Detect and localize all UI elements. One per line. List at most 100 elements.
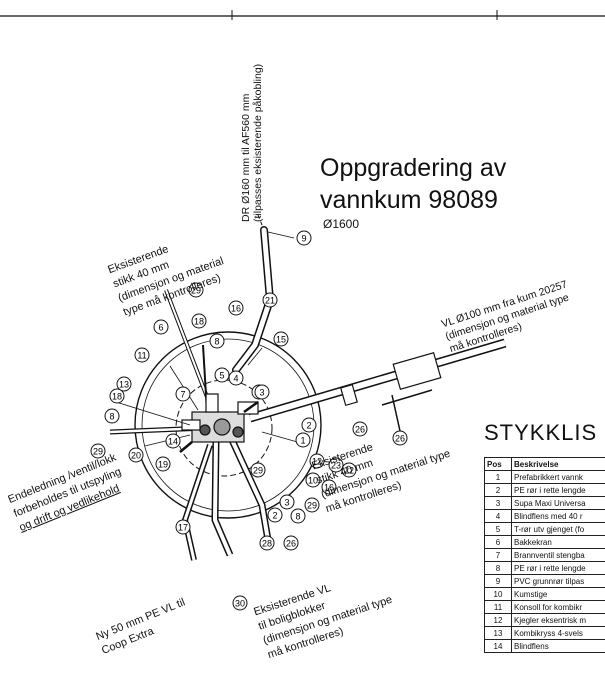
parts-list-heading: STYKKLIS xyxy=(484,420,598,445)
callout-number: 16 xyxy=(324,483,334,493)
bottom-pipe-inner xyxy=(212,439,232,556)
callout-number: 3 xyxy=(259,388,264,398)
callout-number: 17 xyxy=(178,523,188,533)
callout-bubble: 15 xyxy=(273,331,289,347)
diameter-label: Ø1600 xyxy=(323,217,360,231)
description-cell: Kombikryss 4-svels xyxy=(511,626,605,640)
callout-number: 6 xyxy=(158,323,163,333)
callout-bubble: 6 xyxy=(153,319,169,335)
manhole-outer-ring xyxy=(134,331,322,519)
callout-bubble: 12 xyxy=(309,453,325,469)
callout-bubble: 9 xyxy=(296,230,312,246)
callout-bubble: 3 xyxy=(279,494,295,510)
position-cell: 10 xyxy=(484,587,512,601)
description-cell: Blindflens med 40 r xyxy=(511,509,605,523)
callout-bubble: 17 xyxy=(175,519,191,535)
callout-number: 30 xyxy=(235,599,245,609)
description-cell: Prefabrikkert vannk xyxy=(511,470,605,484)
callout-bubble: 5 xyxy=(214,367,230,383)
position-cell: 14 xyxy=(484,639,512,653)
title-line: vannkum 98089 xyxy=(320,186,498,214)
callout-bubble: 18 xyxy=(109,388,125,404)
callout-bubble: 16 xyxy=(321,479,337,495)
callout-number: 12 xyxy=(312,457,322,467)
position-cell: 5 xyxy=(484,522,512,536)
callout-bubble: 30 xyxy=(232,595,248,611)
callout-number: 29 xyxy=(307,501,317,511)
callout-number: 26 xyxy=(395,434,405,444)
valve-box xyxy=(392,351,442,391)
callout-number: 13 xyxy=(119,380,129,390)
position-cell: 1 xyxy=(484,470,512,484)
position-cell: 6 xyxy=(484,535,512,549)
callout-bubble: 23 xyxy=(328,457,344,473)
upper-left-pipe-inner xyxy=(165,289,213,411)
position-cell: 9 xyxy=(484,574,512,588)
callout-number: 20 xyxy=(131,451,141,461)
position-cell: 8 xyxy=(484,561,512,575)
callout-number: 18 xyxy=(112,392,122,402)
callout-number: 11 xyxy=(137,351,146,361)
position-cell: 11 xyxy=(484,600,512,614)
callout-bubble: 29 xyxy=(250,462,266,478)
callout-number: 15 xyxy=(276,335,286,345)
description-cell: PVC grunnrør tilpas xyxy=(511,574,605,588)
callout-bubble: 22 xyxy=(341,462,357,478)
callout-bubble: 1 xyxy=(295,432,311,448)
callout-number: 2 xyxy=(306,421,311,431)
description-cell: PE rør i rette lengde xyxy=(511,561,605,575)
callout-bubble: 29 xyxy=(90,443,106,459)
callout-bubble: 20 xyxy=(128,447,144,463)
callout-number: 2 xyxy=(272,511,277,521)
callout-bubble: 3 xyxy=(254,384,270,400)
position-cell: 3 xyxy=(484,496,512,510)
callout-number: 8 xyxy=(109,412,114,422)
callout-number: 22 xyxy=(344,466,354,476)
table-header-row: Pos Beskrivelse xyxy=(484,457,605,471)
callout-number: 28 xyxy=(262,539,272,549)
callout-bubble: 16 xyxy=(228,300,244,316)
callout-number: 29 xyxy=(191,286,201,296)
callout-number: 16 xyxy=(231,304,241,314)
drawing-title: Oppgradering av vannkum 98089 xyxy=(320,152,506,216)
callout-number: 19 xyxy=(158,460,168,470)
dr-leader-line xyxy=(257,214,265,231)
callout-layer: 9291621156188115467313188292014192112232… xyxy=(90,230,408,611)
callout-bubble: 26 xyxy=(352,421,368,437)
callout-number: 10 xyxy=(308,476,318,486)
callout-number: 8 xyxy=(295,512,300,522)
description-cell: Brannventil stengba xyxy=(511,548,605,562)
callout-number: 26 xyxy=(355,425,365,435)
callout-bubble: 26 xyxy=(283,535,299,551)
valve-handle xyxy=(381,389,433,406)
callout-number: 7 xyxy=(180,390,185,400)
position-cell: 12 xyxy=(484,613,512,627)
callout-number: 29 xyxy=(253,466,263,476)
callout-number: 4 xyxy=(233,374,238,384)
description-cell: Blindflens xyxy=(511,639,605,653)
lower-right-pipe-inner xyxy=(230,439,270,541)
callout-bubble: 2 xyxy=(301,417,317,433)
callout-bubble: 11 xyxy=(134,347,150,363)
description-cell: Kumstige xyxy=(511,587,605,601)
vl-pipe-inner xyxy=(249,340,506,421)
callout-number: 3 xyxy=(284,498,289,508)
callout-bubble: 4 xyxy=(228,370,244,386)
callout-bubble: 28 xyxy=(259,535,275,551)
dr-pipe-inner xyxy=(233,227,273,373)
callout-bubble: 8 xyxy=(209,333,225,349)
dr-pipe-label: DR Ø160 mm til AF560 mm (tilpasses eksis… xyxy=(240,63,265,222)
callout-number: 8 xyxy=(214,337,219,347)
